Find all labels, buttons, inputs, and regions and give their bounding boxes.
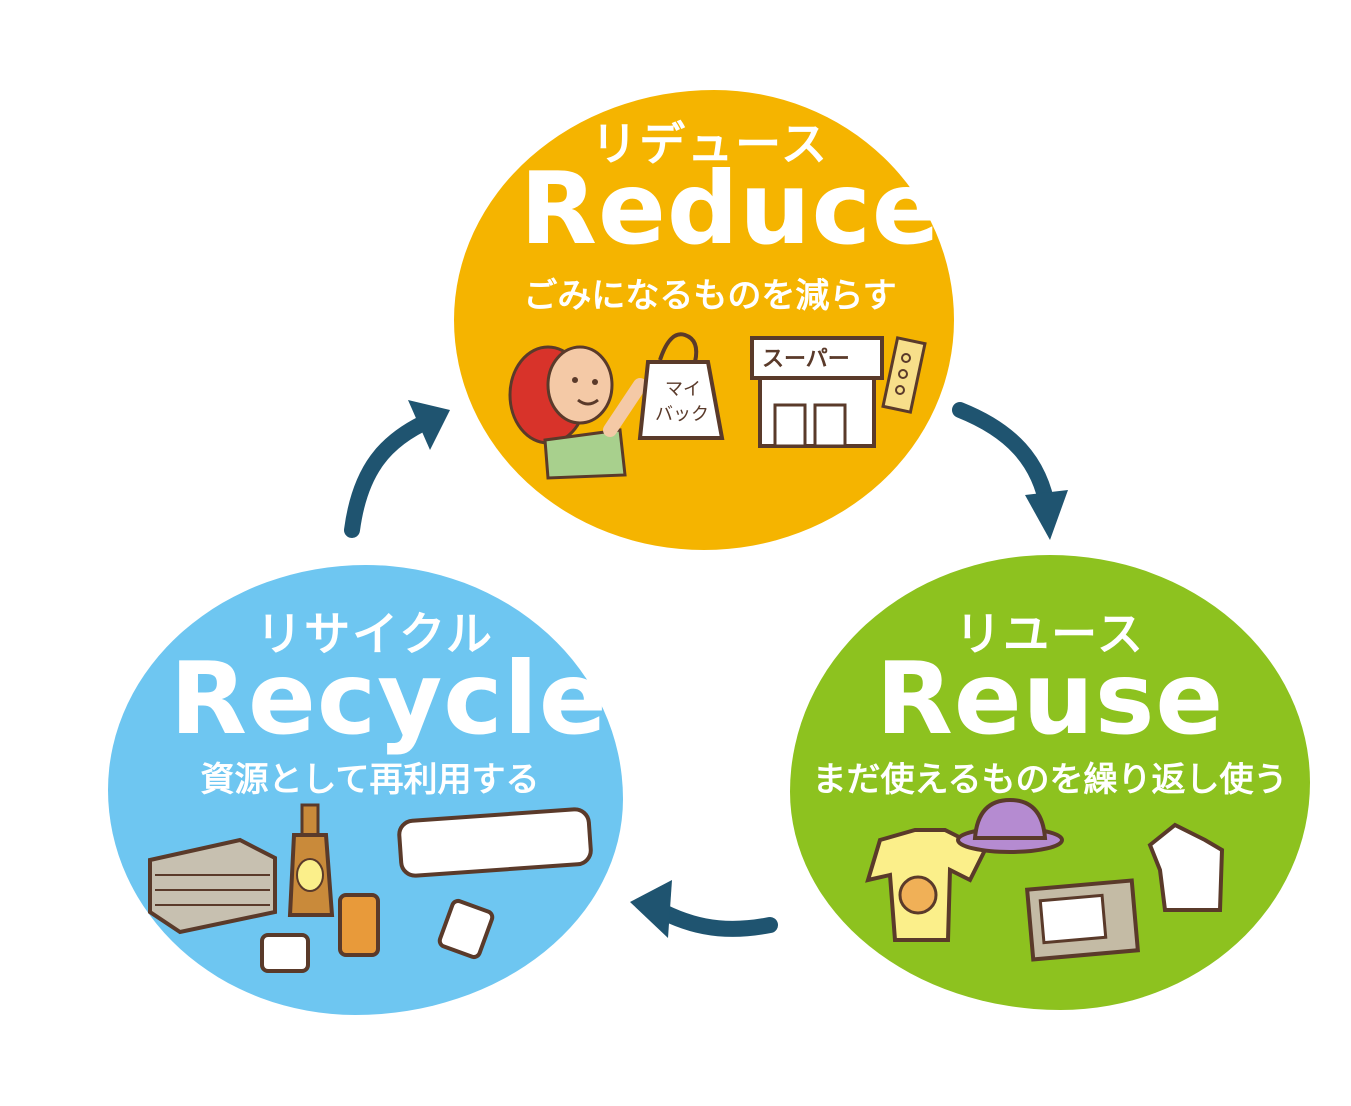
jar-icon bbox=[260, 933, 310, 973]
my-bag-icon: マイ バック bbox=[637, 332, 725, 440]
microwave-icon bbox=[1024, 878, 1141, 962]
shirt-icon bbox=[1147, 822, 1225, 912]
newspaper-stack-icon bbox=[148, 837, 277, 935]
reuse-english: Reuse bbox=[875, 640, 1225, 757]
remote-control-icon bbox=[437, 898, 495, 960]
hat-icon bbox=[956, 797, 1064, 854]
recycle-description: 資源として再利用する bbox=[200, 760, 540, 800]
store-sign-text: スーパー bbox=[762, 347, 850, 372]
recycle-english: Recycle bbox=[170, 640, 608, 757]
supermarket-icon: スーパー bbox=[750, 336, 927, 448]
tshirt-icon bbox=[865, 828, 988, 942]
bag-text-line1: マイ bbox=[665, 379, 701, 400]
reduce-description: ごみになるものを減らす bbox=[523, 276, 897, 316]
reuse-kana: リユース bbox=[955, 607, 1145, 661]
person-with-bag-icon bbox=[508, 345, 647, 480]
recycle-kana: リサイクル bbox=[256, 607, 494, 661]
reduce-kana: リデュース bbox=[591, 117, 829, 171]
reduce-english: Reduce bbox=[520, 150, 941, 267]
reuse-description: まだ使えるものを繰り返し使う bbox=[812, 760, 1288, 800]
air-conditioner-icon bbox=[397, 807, 593, 878]
bottle-icon bbox=[287, 803, 335, 917]
bag-text-line2: バック bbox=[655, 404, 709, 425]
reduce-circle bbox=[454, 90, 954, 550]
arrow-recycle-to-reduce-icon bbox=[344, 412, 438, 538]
can-icon bbox=[338, 893, 380, 957]
